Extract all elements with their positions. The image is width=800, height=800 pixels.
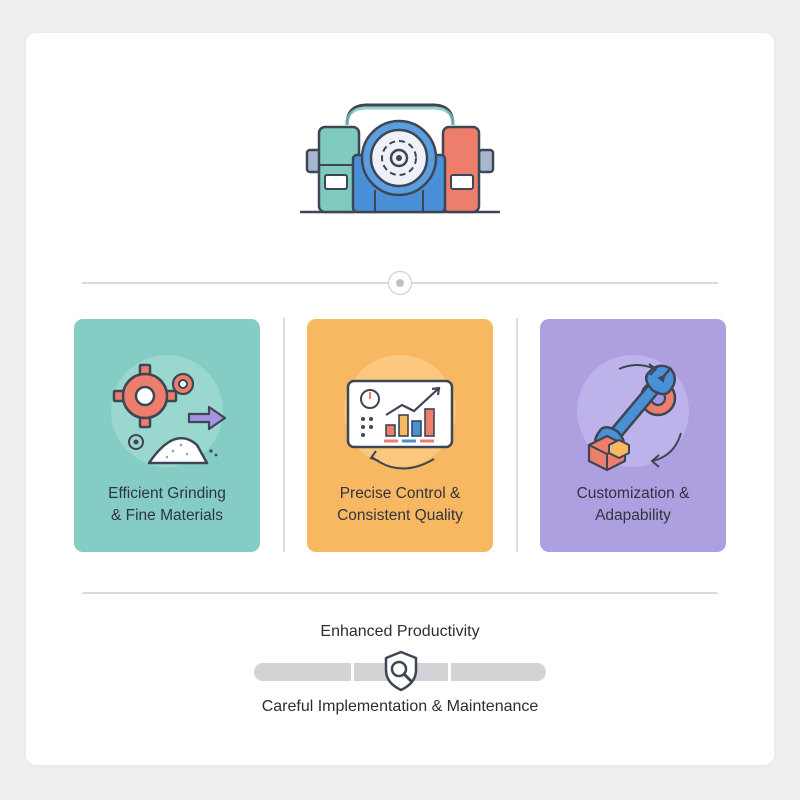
card-label-line: Precise Control & <box>339 485 461 502</box>
card-label: Customization & Adapability <box>548 483 718 527</box>
card-label-line: Adapability <box>595 507 671 524</box>
shield-search-icon <box>384 650 418 692</box>
bottom-divider <box>82 592 718 594</box>
card-efficient-grinding: Efficient Grinding & Fine Materials <box>74 319 260 552</box>
gear-grinding-icon <box>111 355 227 467</box>
card-separator <box>516 318 518 552</box>
card-separator <box>283 318 285 552</box>
top-caption: Enhanced Productivity <box>320 623 480 640</box>
progress-segment-gap <box>351 663 354 681</box>
card-label: Efficient Grinding & Fine Materials <box>82 483 252 527</box>
card-precise-control: Precise Control & Consistent Quality <box>307 319 493 552</box>
wrench-gear-icon <box>577 355 689 472</box>
card-label: Precise Control & Consistent Quality <box>315 483 485 527</box>
card-customization: Customization & Adapability <box>540 319 726 552</box>
grinding-mill-icon <box>300 103 500 214</box>
card-label-line: Consistent Quality <box>337 507 463 524</box>
bottom-caption: Careful Implementation & Maintenance <box>261 698 539 715</box>
card-label-line: Efficient Grinding <box>108 485 226 502</box>
control-panel-icon <box>344 355 456 470</box>
progress-segment-gap <box>448 663 451 681</box>
card-label-line: & Fine Materials <box>111 507 223 524</box>
card-label-line: Customization & <box>576 485 690 502</box>
divider-knob-icon <box>388 271 412 295</box>
